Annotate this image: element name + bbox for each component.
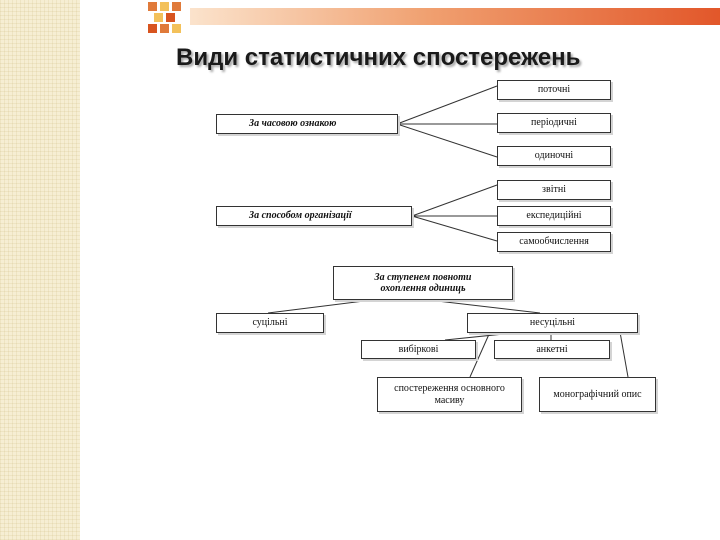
group-coverage-label-line1: За ступенем повноти — [374, 271, 472, 283]
decorative-side-band — [0, 0, 80, 540]
coverage-partial: несуцільні — [467, 313, 638, 333]
group-coverage-label: За ступенем повноти охоплення одиниць — [333, 266, 513, 300]
org-item-reporting-text: звітні — [542, 184, 566, 196]
org-item-reporting: звітні — [497, 180, 611, 200]
partial-item-sample: вибіркові — [361, 340, 476, 359]
coverage-partial-text: несуцільні — [529, 317, 576, 329]
partial-item-monograph: монографічний опис — [539, 377, 656, 412]
org-item-expedition-text: експедиційні — [526, 210, 582, 222]
time-item-periodic: періодичні — [497, 113, 611, 133]
partial-item-main-mass: спостереження основного масиву — [377, 377, 522, 412]
group-time-label: За часовою ознакою — [216, 114, 398, 134]
group-time-label-text: За часовою ознакою — [249, 118, 337, 130]
coverage-full-text: суцільні — [252, 317, 288, 329]
time-item-periodic-text: періодичні — [531, 117, 577, 129]
time-item-single: одиночні — [497, 146, 611, 166]
org-item-expedition: експедиційні — [497, 206, 611, 226]
group-organization-label-text: За способом організації — [249, 210, 352, 222]
partial-item-questionnaire: анкетні — [494, 340, 610, 359]
group-organization-label: За способом організації — [216, 206, 412, 226]
slide-title: Види статистичних спостережень — [176, 44, 581, 71]
partial-item-monograph-text: монографічний опис — [553, 388, 642, 400]
group-coverage-label-line2: охоплення одиниць — [380, 283, 466, 294]
time-item-current-text: поточні — [537, 84, 571, 96]
time-item-current: поточні — [497, 80, 611, 100]
decorative-top-bar — [190, 8, 720, 25]
partial-item-questionnaire-text: анкетні — [536, 343, 568, 355]
partial-item-main-mass-text: спостереження основного масиву — [394, 383, 505, 406]
coverage-full: суцільні — [216, 313, 324, 333]
org-item-self-enumeration-text: самообчислення — [519, 236, 589, 248]
org-item-self-enumeration: самообчислення — [497, 232, 611, 252]
time-item-single-text: одиночні — [534, 150, 574, 162]
partial-item-sample-text: вибіркові — [398, 343, 439, 355]
